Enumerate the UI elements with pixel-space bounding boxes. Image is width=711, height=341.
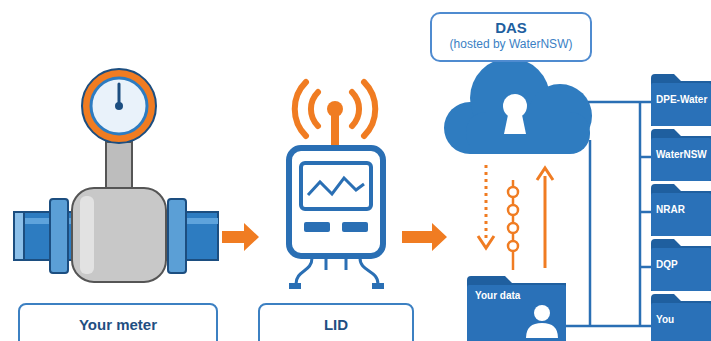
folder-node: Your data bbox=[467, 276, 566, 341]
arrow-head bbox=[537, 168, 553, 180]
node-label: You bbox=[656, 314, 711, 326]
node-label: WaterNSW bbox=[656, 149, 711, 161]
folder-node: NRAR bbox=[651, 184, 711, 236]
download-arrow bbox=[485, 165, 488, 240]
lid-illustration bbox=[289, 82, 384, 289]
node-label: Your meter bbox=[20, 316, 216, 333]
folder-node: DPE-Water bbox=[651, 74, 711, 126]
label-box: LID bbox=[258, 303, 414, 341]
title-box: DAS(hosted by WaterNSW) bbox=[430, 12, 592, 62]
distribution-lines bbox=[566, 102, 652, 326]
node-label: NRAR bbox=[656, 204, 711, 216]
flow-arrow bbox=[222, 223, 259, 251]
chain-symbol bbox=[508, 180, 518, 270]
node-label: DQP bbox=[656, 259, 711, 271]
label-box: Your meter bbox=[18, 303, 218, 341]
folder-node: DQP bbox=[651, 239, 711, 291]
folder-shape bbox=[467, 276, 566, 341]
arrow-head bbox=[478, 236, 494, 248]
folder-node: You bbox=[651, 294, 711, 341]
node-label: DPE-Water bbox=[656, 94, 711, 106]
folder-node: WaterNSW bbox=[651, 129, 711, 181]
upload-arrow bbox=[544, 176, 547, 268]
subtitle-text: (hosted by WaterNSW) bbox=[432, 37, 590, 52]
cloud-illustration bbox=[444, 58, 592, 154]
meter-illustration bbox=[14, 69, 218, 282]
flow-arrow bbox=[402, 223, 447, 251]
title-text: DAS bbox=[432, 18, 590, 37]
keyhole-symbol bbox=[503, 94, 527, 134]
node-label: Your data bbox=[475, 290, 566, 302]
node-label: LID bbox=[260, 316, 412, 333]
